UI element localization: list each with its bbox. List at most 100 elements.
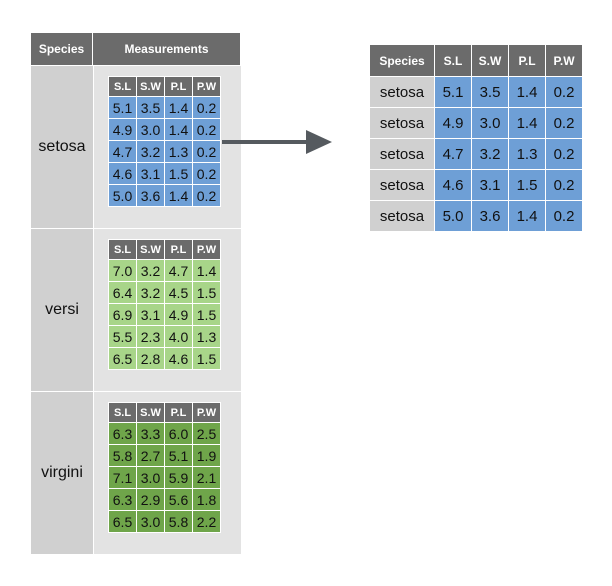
cell: 6.4 <box>108 281 137 304</box>
inner-col-header: S.W <box>136 239 165 260</box>
cell: 5.0 <box>108 184 137 207</box>
cell: 4.7 <box>434 138 472 170</box>
col-header-species: Species <box>369 44 435 77</box>
cell: 1.4 <box>508 200 546 232</box>
inner-col-header: P.L <box>164 239 193 260</box>
cell: 2.3 <box>136 325 165 348</box>
cell: 1.5 <box>164 162 193 185</box>
inner-col-header: P.W <box>192 239 221 260</box>
col-header: P.L <box>508 44 546 77</box>
nested-table-header: Species Measurements <box>31 33 241 65</box>
cell: 0.2 <box>192 140 221 163</box>
cell: 4.7 <box>108 140 137 163</box>
inner-col-header: S.L <box>108 239 137 260</box>
cell: 7.1 <box>108 466 137 489</box>
cell: 1.3 <box>508 138 546 170</box>
cell: 6.3 <box>108 488 137 511</box>
cell: 2.8 <box>136 347 165 370</box>
cell: 3.0 <box>136 466 165 489</box>
cell: 3.6 <box>136 184 165 207</box>
cell: 3.2 <box>136 281 165 304</box>
cell: 3.1 <box>471 169 509 201</box>
cell: 0.2 <box>192 184 221 207</box>
cell: 3.2 <box>471 138 509 170</box>
cell: 3.2 <box>136 259 165 282</box>
cell: 3.0 <box>136 118 165 141</box>
cell: 5.0 <box>434 200 472 232</box>
cell: 1.4 <box>192 259 221 282</box>
cell: 1.9 <box>192 444 221 467</box>
cell: 3.2 <box>136 140 165 163</box>
cell: 1.4 <box>164 96 193 119</box>
inner-col-header: S.W <box>136 76 165 97</box>
group-species-label: virgini <box>31 392 93 554</box>
header-measurements: Measurements <box>93 33 240 65</box>
cell: 1.4 <box>508 76 546 108</box>
inner-header-row: S.L S.W P.L P.W <box>108 402 221 423</box>
cell: 2.1 <box>192 466 221 489</box>
cell: 1.5 <box>192 281 221 304</box>
cell: 3.0 <box>471 107 509 139</box>
inner-col-header: P.W <box>192 76 221 97</box>
inner-col-header: P.W <box>192 402 221 423</box>
col-header: S.L <box>434 44 472 77</box>
inner-col-header: P.L <box>164 402 193 423</box>
cell: 6.5 <box>108 347 137 370</box>
cell: 0.2 <box>192 96 221 119</box>
cell: 0.2 <box>545 200 583 232</box>
species-cell: setosa <box>369 107 435 139</box>
cell: 2.5 <box>192 422 221 445</box>
cell: 0.2 <box>545 76 583 108</box>
cell: 5.1 <box>108 96 137 119</box>
cell: 5.8 <box>164 510 193 533</box>
species-cell: setosa <box>369 138 435 170</box>
group-species-label: setosa <box>31 66 93 228</box>
cell: 3.3 <box>136 422 165 445</box>
inner-header-row: S.L S.W P.L P.W <box>108 76 221 97</box>
cell: 3.0 <box>136 510 165 533</box>
cell: 0.2 <box>545 169 583 201</box>
cell: 3.5 <box>136 96 165 119</box>
cell: 2.9 <box>136 488 165 511</box>
cell: 0.2 <box>192 162 221 185</box>
cell: 3.1 <box>136 162 165 185</box>
col-header: P.W <box>545 44 583 77</box>
cell: 6.0 <box>164 422 193 445</box>
cell: 5.8 <box>108 444 137 467</box>
inner-col-header: S.W <box>136 402 165 423</box>
header-species: Species <box>31 33 93 65</box>
cell: 0.2 <box>545 138 583 170</box>
right-arrow-icon <box>222 130 332 154</box>
cell: 4.9 <box>164 303 193 326</box>
inner-col-header: S.L <box>108 76 137 97</box>
cell: 0.2 <box>192 118 221 141</box>
inner-col-header: S.L <box>108 402 137 423</box>
cell: 1.8 <box>192 488 221 511</box>
cell: 5.6 <box>164 488 193 511</box>
cell: 4.0 <box>164 325 193 348</box>
flat-header-row: Species S.L S.W P.L P.W <box>369 44 583 77</box>
cell: 4.9 <box>434 107 472 139</box>
cell: 1.5 <box>508 169 546 201</box>
species-cell: setosa <box>369 200 435 232</box>
cell: 4.6 <box>434 169 472 201</box>
col-header: S.W <box>471 44 509 77</box>
cell: 4.6 <box>164 347 193 370</box>
